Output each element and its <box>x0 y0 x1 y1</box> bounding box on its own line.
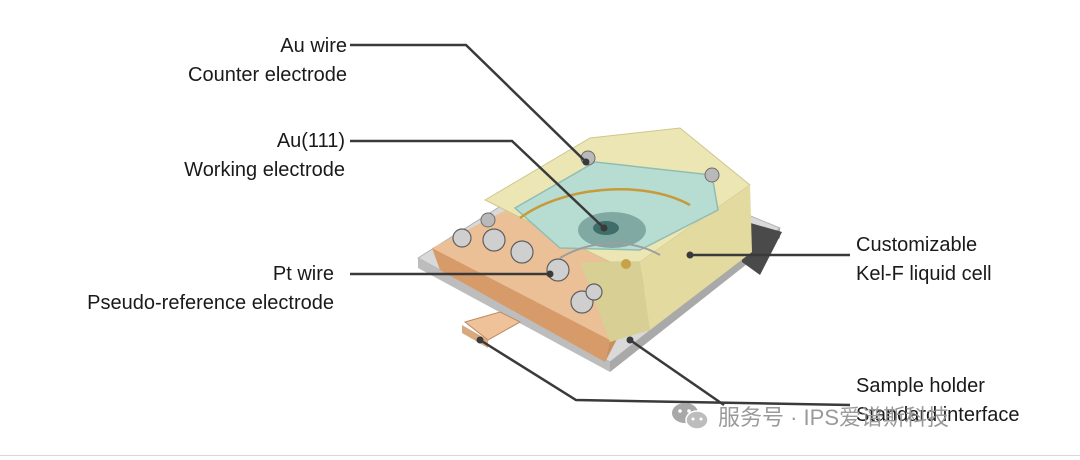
leader-line-au-wire <box>350 43 587 163</box>
label-sample-holder-title: Sample holder <box>856 375 985 397</box>
leader-lines <box>350 43 851 407</box>
leader-line-holder-base <box>629 338 725 407</box>
label-au111: Au(111) Working electrode <box>184 127 345 185</box>
label-liquid-cell-subtitle: Kel-F liquid cell <box>856 263 992 285</box>
label-au-wire-subtitle: Counter electrode <box>188 64 347 86</box>
leader-endpoints <box>476 158 694 344</box>
label-sample-holder: Sample holder Standard interface <box>856 372 1019 430</box>
label-sample-holder-subtitle: Standard interface <box>856 404 1020 426</box>
watermark-text: 服务号 · IPS爱谱斯科技 <box>718 405 950 430</box>
label-liquid-cell: Customizable Kel-F liquid cell <box>856 231 992 289</box>
leader-line-holder-tab <box>479 338 851 407</box>
label-au111-subtitle: Working electrode <box>184 159 345 181</box>
watermark: 服务号 · IPS爱谱斯科技 <box>670 398 949 434</box>
label-au-wire-title: Au wire <box>280 35 347 57</box>
label-au111-title: Au(111) <box>276 130 345 152</box>
label-pt-wire-subtitle: Pseudo-reference electrode <box>87 292 334 314</box>
leader-line-au111 <box>350 139 605 229</box>
bottom-divider <box>0 455 1080 456</box>
label-au-wire: Au wire Counter electrode <box>188 32 347 90</box>
label-pt-wire-title: Pt wire <box>272 263 334 285</box>
label-pt-wire: Pt wire Pseudo-reference electrode <box>87 260 334 318</box>
wechat-icon <box>672 403 709 430</box>
kel-f-liquid-cell <box>480 127 752 342</box>
label-liquid-cell-title: Customizable <box>856 234 978 256</box>
